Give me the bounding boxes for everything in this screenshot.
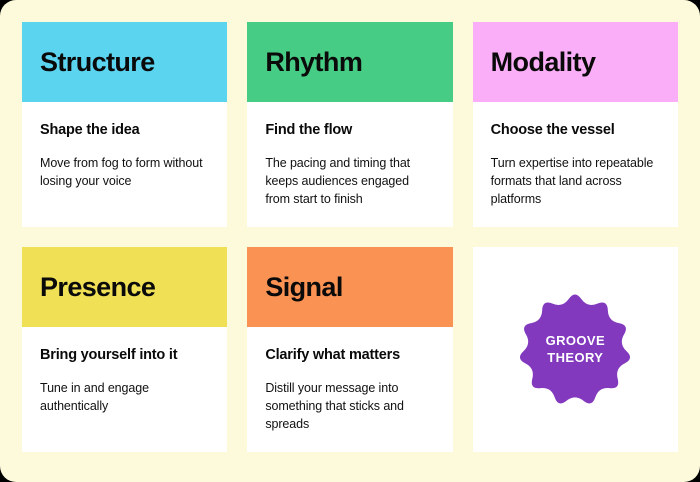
- card-description: Move from fog to form without losing you…: [40, 156, 203, 189]
- card-signal[interactable]: Signal Clarify what matters Distill your…: [247, 247, 453, 452]
- card-body-rhythm: Find the flow The pacing and timing that…: [247, 102, 452, 227]
- card-description: Turn expertise into repeatable formats t…: [490, 156, 654, 206]
- card-body-modality: Choose the vessel Turn expertise into re…: [473, 102, 678, 227]
- card-body-signal: Clarify what matters Distill your messag…: [247, 327, 452, 452]
- card-structure[interactable]: Structure Shape the idea Move from fog t…: [22, 22, 228, 227]
- card-subtitle: Shape the idea: [40, 122, 140, 138]
- card-subtitle: Choose the vessel: [490, 122, 615, 138]
- card-title: Modality: [490, 46, 596, 77]
- card-subtitle: Bring yourself into it: [40, 347, 178, 363]
- groove-theory-badge: GROOVE THEORY: [513, 288, 637, 412]
- card-title: Rhythm: [265, 46, 363, 77]
- badge-line-2: THEORY: [547, 349, 604, 365]
- card-header-structure: Structure: [22, 22, 228, 102]
- card-description: The pacing and timing that keeps audienc…: [265, 156, 411, 206]
- card-title: Structure: [40, 46, 155, 77]
- card-title: Signal: [265, 271, 343, 302]
- card-subtitle: Clarify what matters: [265, 347, 400, 363]
- card-modality[interactable]: Modality Choose the vessel Turn expertis…: [472, 22, 678, 227]
- card-grid: Structure Shape the idea Move from fog t…: [22, 22, 678, 452]
- badge-line-1: GROOVE: [545, 333, 606, 349]
- card-badge[interactable]: GROOVE THEORY: [472, 247, 678, 452]
- card-presence[interactable]: Presence Bring yourself into it Tune in …: [22, 247, 228, 452]
- card-header-modality: Modality: [472, 22, 678, 102]
- card-header-presence: Presence: [22, 247, 228, 327]
- card-rhythm[interactable]: Rhythm Find the flow The pacing and timi…: [247, 22, 453, 227]
- badge-label: GROOVE THEORY: [546, 333, 605, 366]
- card-body-presence: Bring yourself into it Tune in and engag…: [22, 327, 227, 452]
- card-header-signal: Signal: [247, 247, 453, 327]
- starburst-icon: [520, 293, 631, 403]
- card-subtitle: Find the flow: [265, 122, 353, 138]
- card-header-rhythm: Rhythm: [247, 22, 453, 102]
- card-title: Presence: [40, 271, 156, 302]
- card-description: Distill your message into something that…: [265, 381, 404, 431]
- card-description: Tune in and engage authentically: [40, 381, 149, 414]
- card-body-structure: Shape the idea Move from fog to form wit…: [22, 102, 227, 227]
